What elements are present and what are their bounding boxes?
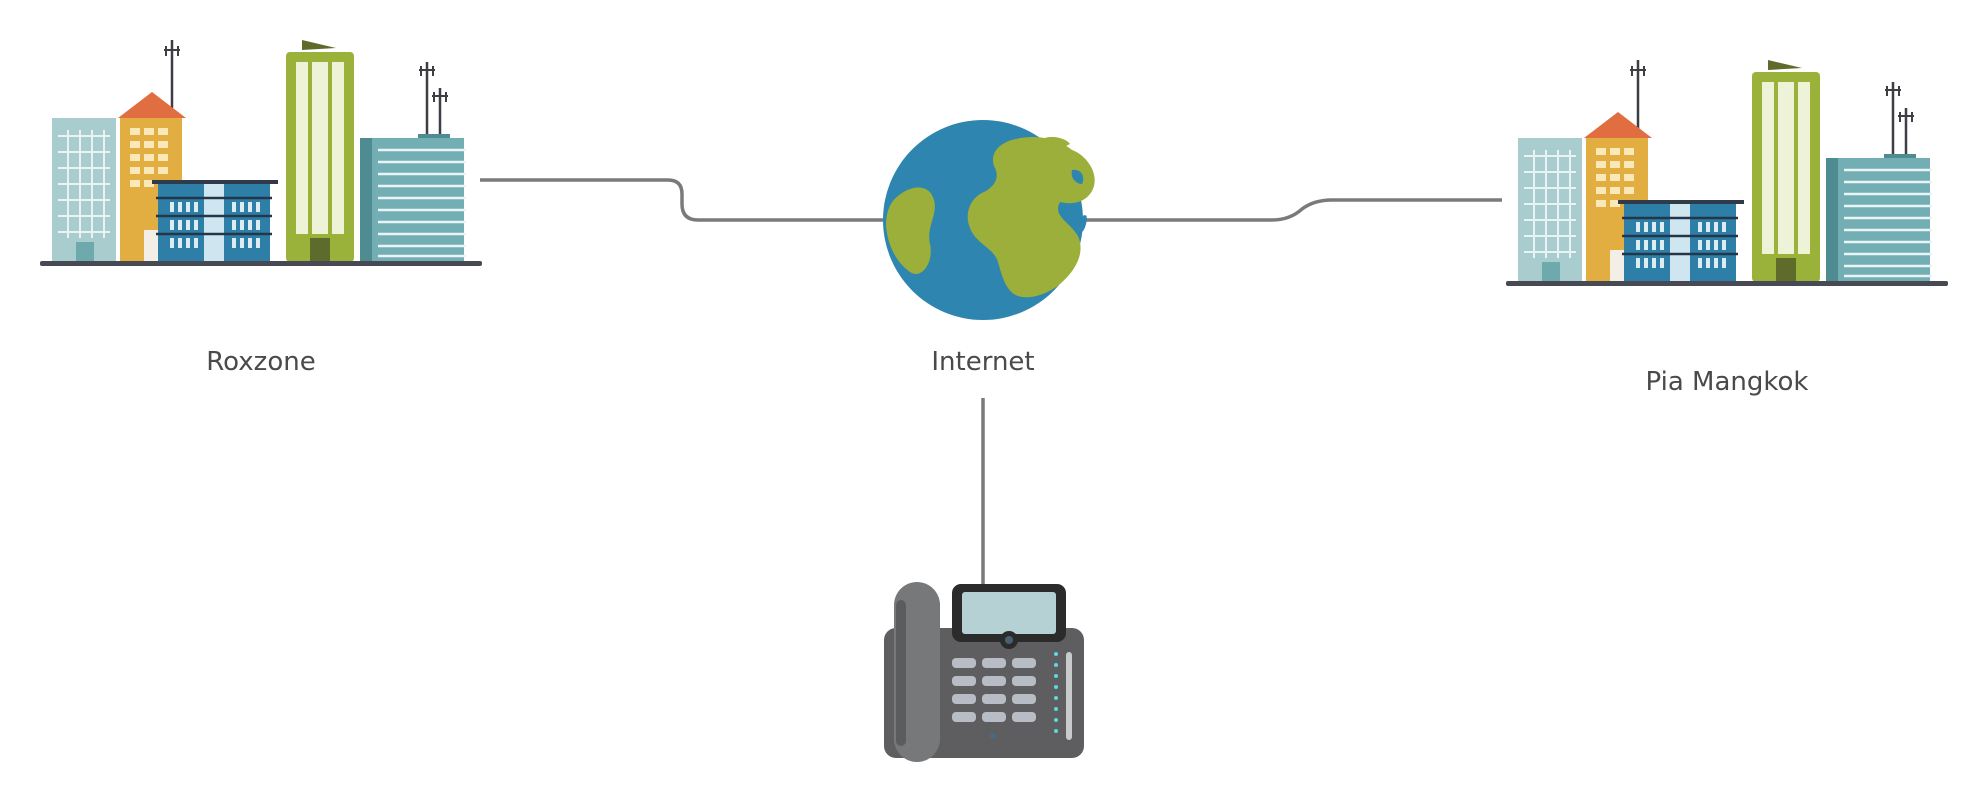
- internet-node: Internet: [883, 120, 1095, 377]
- internet-label: Internet: [931, 347, 1034, 377]
- site-roxzone: Roxzone: [38, 38, 484, 377]
- connector-roxzone-internet: [480, 178, 884, 222]
- connectors: [480, 178, 1502, 584]
- site-pia-mangkok: Pia Mangkok: [1504, 58, 1950, 397]
- site-roxzone-label: Roxzone: [206, 347, 315, 377]
- desk-phone-icon: [884, 582, 1084, 762]
- site-pia-mangkok-label: Pia Mangkok: [1646, 367, 1809, 397]
- connector-internet-pia-mangkok: [1082, 198, 1502, 222]
- globe-icon: [883, 120, 1095, 320]
- city-buildings-icon: [1504, 58, 1950, 288]
- city-buildings-icon: [38, 38, 484, 268]
- phone-node: [884, 582, 1084, 762]
